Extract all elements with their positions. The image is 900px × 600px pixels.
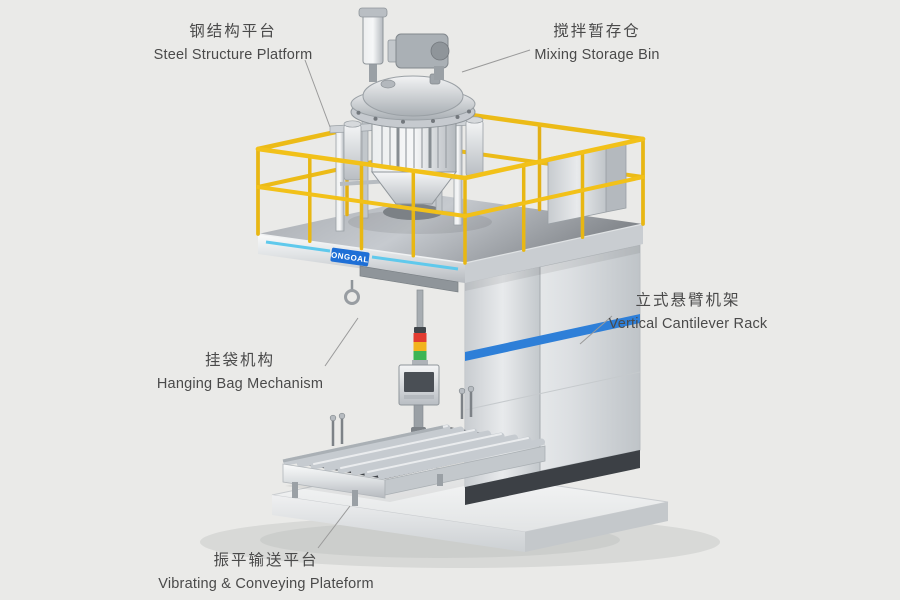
label-vertical-cantilever-rack: 立式悬臂机架 Vertical Cantilever Rack	[609, 291, 768, 334]
fascia-accent-stripe	[371, 255, 459, 271]
rack-accent-stripe	[465, 314, 640, 361]
label-zh-hanging-bag-mechanism: 挂袋机构	[204, 352, 275, 369]
fascia-accent-stripe	[265, 240, 331, 253]
conveyor-frame-front	[384, 445, 546, 496]
label-en-vibrating-conveying-platform: Vibrating & Conveying Plateform	[158, 575, 374, 592]
label-zh-steel-structure-platform: 钢结构平台	[189, 23, 277, 40]
clamp-studs	[329, 385, 475, 446]
motor-assembly	[358, 7, 450, 82]
ongoal-logo: ONGOAL	[330, 247, 370, 267]
conveyor-rollers	[283, 424, 545, 480]
guard-railing	[255, 136, 646, 265]
mixing-storage-bin	[343, 73, 484, 205]
signal-light-tower	[412, 327, 428, 365]
leader-line-mixing-storage-bin	[461, 49, 531, 73]
leader-line-vibrating-conveying-platform	[317, 505, 351, 549]
label-en-vertical-cantilever-rack: Vertical Cantilever Rack	[608, 315, 768, 332]
vibrating-conveying-platform	[282, 385, 546, 506]
bag-hook	[344, 280, 360, 305]
leader-lines	[304, 49, 613, 549]
conveyor-frame-left	[282, 463, 386, 499]
label-zh-vertical-cantilever-rack: 立式悬臂机架	[635, 292, 741, 309]
rack-plinth	[465, 450, 640, 505]
label-en-steel-structure-platform: Steel Structure Platform	[153, 46, 313, 63]
label-hanging-bag-mechanism: 挂袋机构 Hanging Bag Mechanism	[157, 351, 323, 394]
label-mixing-storage-bin: 搅拌暂存仓 Mixing Storage Bin	[534, 22, 659, 65]
leader-line-steel-structure-platform	[304, 59, 331, 128]
label-steel-structure-platform: 钢结构平台 Steel Structure Platform	[154, 22, 313, 65]
label-zh-mixing-storage-bin: 搅拌暂存仓	[553, 23, 641, 40]
leader-line-hanging-bag-mechanism	[324, 317, 359, 367]
label-vibrating-conveying-platform: 振平输送平台 Vibrating & Conveying Plateform	[158, 551, 374, 594]
leader-line-vertical-cantilever-rack	[579, 315, 613, 345]
hanging-bag-mechanism	[344, 265, 459, 433]
label-zh-vibrating-conveying-platform: 振平输送平台	[213, 552, 319, 569]
vertical-cantilever-rack	[464, 244, 641, 505]
label-en-mixing-storage-bin: Mixing Storage Bin	[534, 46, 660, 63]
label-en-hanging-bag-mechanism: Hanging Bag Mechanism	[156, 375, 324, 392]
